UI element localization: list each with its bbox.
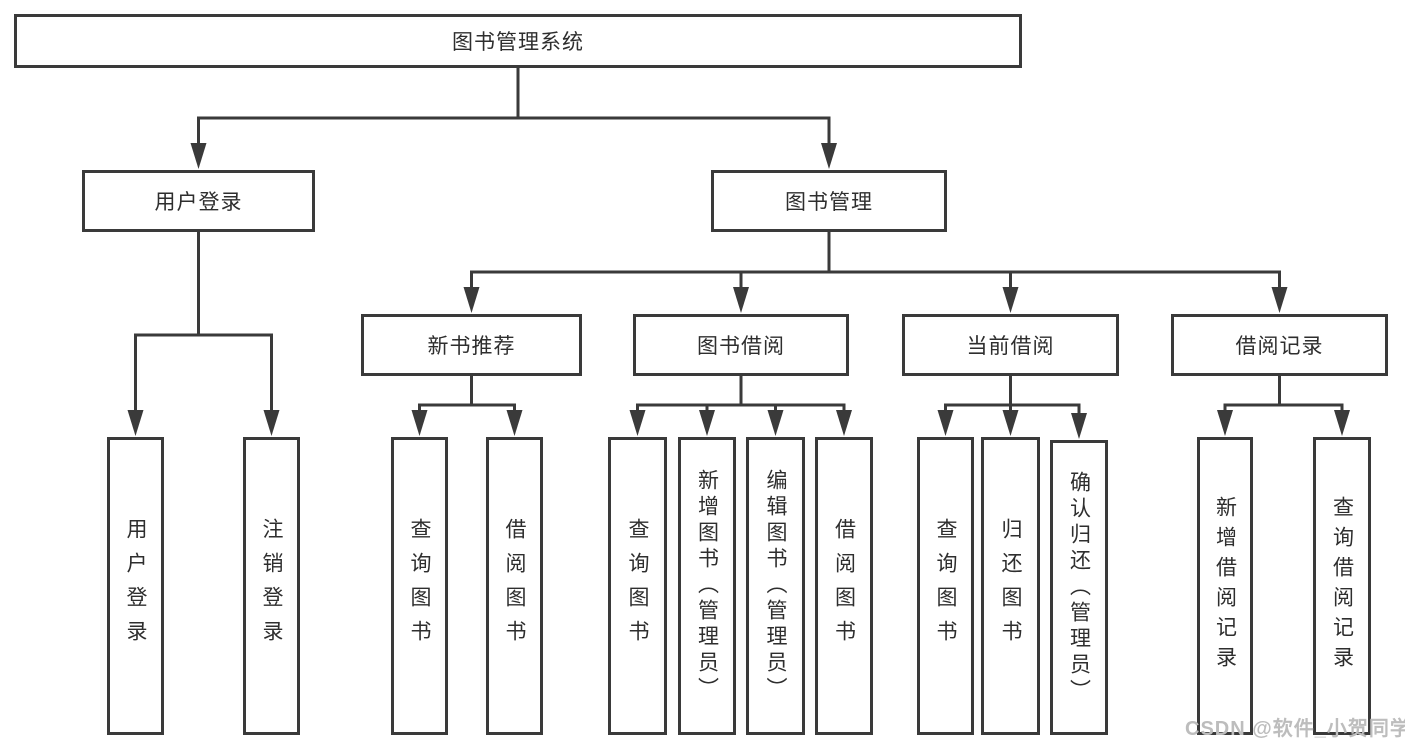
root-label: 图书管理系统 — [452, 31, 584, 54]
op-confirm-return-box: 确认归还（管理员） — [1050, 440, 1108, 735]
root-box: 图书管理系统 — [14, 14, 1022, 68]
op-query-books-current-label: 查询图书 — [934, 518, 957, 654]
user-login-label: 用户登录 — [154, 191, 243, 214]
op-confirm-return-label: 确认归还（管理员） — [1067, 470, 1091, 705]
op-borrow-books-rec-label: 借阅图书 — [503, 518, 526, 654]
op-return-books-label: 归还图书 — [999, 518, 1022, 654]
book-mgmt-label: 图书管理 — [785, 191, 873, 214]
op-borrow-books-rec-box: 借阅图书 — [486, 437, 543, 735]
op-edit-books-box: 编辑图书（管理员） — [746, 437, 805, 735]
op-query-books-current-box: 查询图书 — [917, 437, 974, 735]
op-query-borrow-record-label: 查询借阅记录 — [1330, 496, 1354, 676]
book-mgmt-box: 图书管理 — [711, 170, 947, 232]
op-logout-box: 注销登录 — [243, 437, 300, 735]
current-borrow-label: 当前借阅 — [966, 335, 1055, 358]
op-add-borrow-record-label: 新增借阅记录 — [1213, 496, 1237, 676]
op-add-books-label: 新增图书（管理员） — [695, 469, 719, 703]
op-borrow-books-box: 借阅图书 — [815, 437, 873, 735]
op-borrow-books-label: 借阅图书 — [832, 518, 856, 654]
op-query-borrow-record-box: 查询借阅记录 — [1313, 437, 1371, 735]
op-query-books-rec-box: 查询图书 — [391, 437, 448, 735]
op-logout-label: 注销登录 — [260, 518, 283, 654]
op-add-books-box: 新增图书（管理员） — [678, 437, 736, 735]
current-borrow-box: 当前借阅 — [902, 314, 1119, 376]
borrow-records-box: 借阅记录 — [1171, 314, 1388, 376]
watermark: CSDN @软件_小贺同学 — [1185, 718, 1405, 740]
op-query-books-borrow-label: 查询图书 — [626, 518, 649, 654]
op-add-borrow-record-box: 新增借阅记录 — [1197, 437, 1253, 735]
op-query-books-rec-label: 查询图书 — [408, 518, 431, 654]
op-return-books-box: 归还图书 — [981, 437, 1040, 735]
op-edit-books-label: 编辑图书（管理员） — [764, 469, 787, 703]
new-book-rec-label: 新书推荐 — [427, 335, 516, 358]
user-login-box: 用户登录 — [82, 170, 315, 232]
op-user-login-label: 用户登录 — [124, 518, 147, 654]
borrow-records-label: 借阅记录 — [1235, 335, 1324, 358]
op-query-books-borrow-box: 查询图书 — [608, 437, 667, 735]
book-borrow-label: 图书借阅 — [697, 335, 785, 358]
op-user-login-box: 用户登录 — [107, 437, 164, 735]
new-book-rec-box: 新书推荐 — [361, 314, 582, 376]
book-borrow-box: 图书借阅 — [633, 314, 849, 376]
